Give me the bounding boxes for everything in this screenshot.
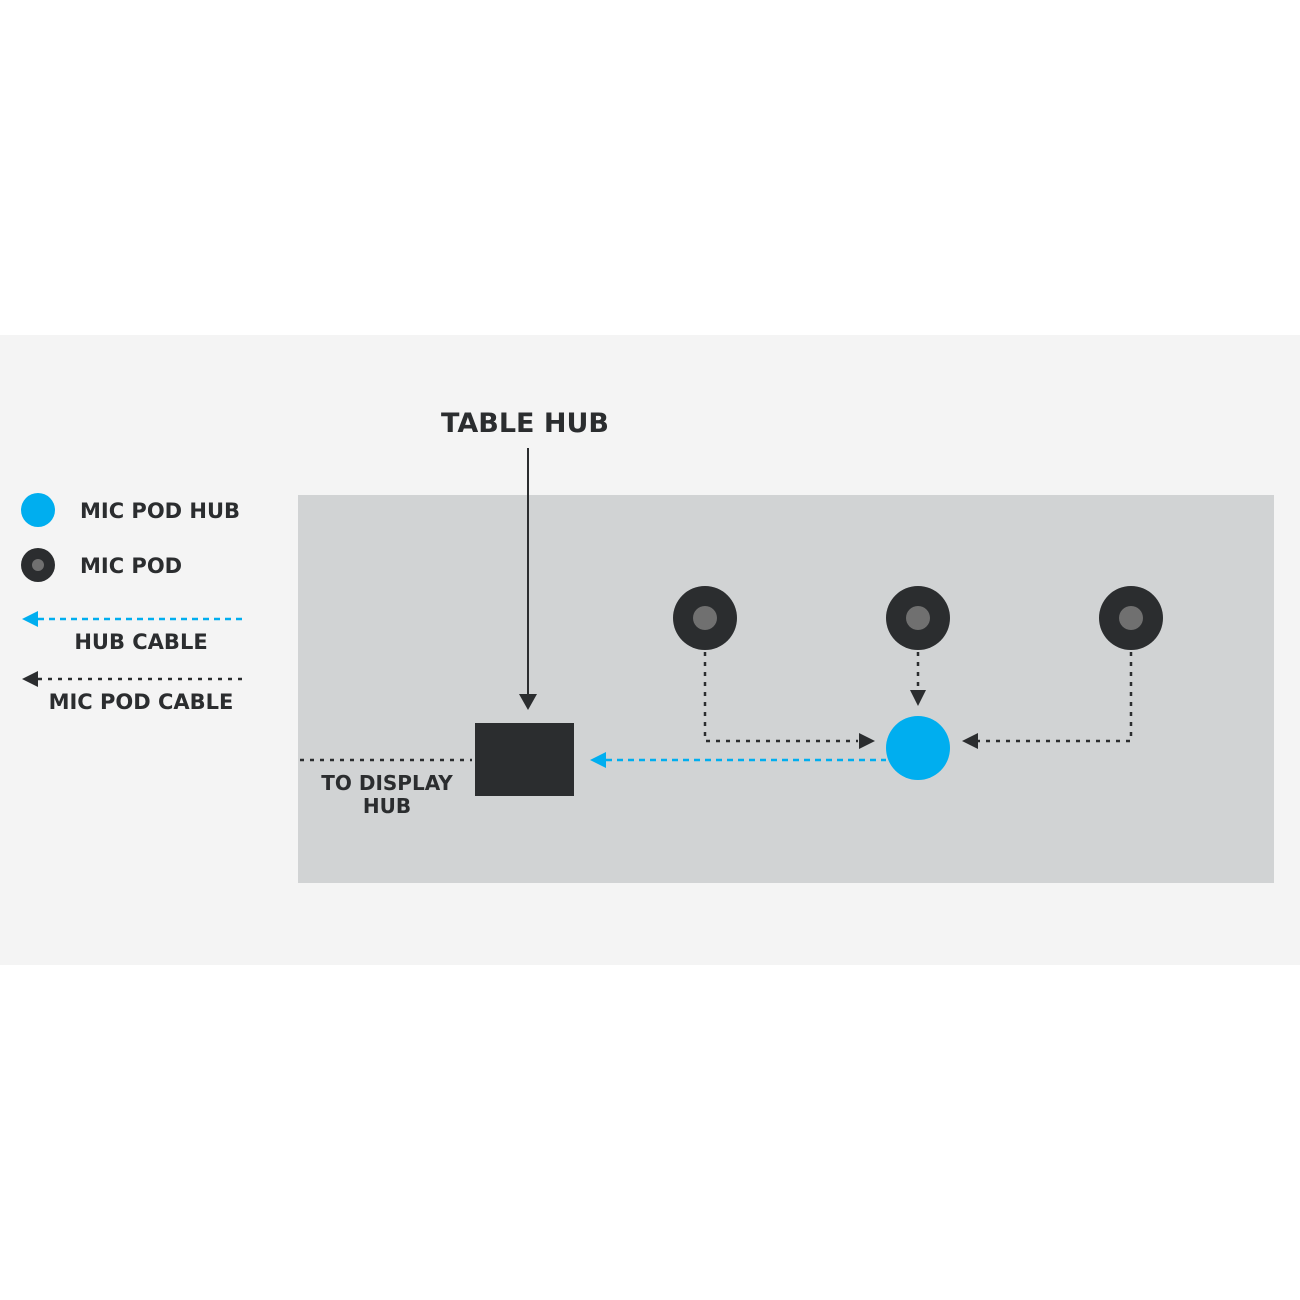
mic-pod-3 — [1099, 586, 1163, 650]
legend-hub-cable-arrow-icon — [22, 611, 38, 627]
hub-cable-arrowhead — [590, 752, 606, 768]
mic-pod-cables — [703, 652, 1133, 743]
mic-pod-2 — [886, 586, 950, 650]
table-hub-box — [475, 723, 574, 796]
legend: MIC POD HUB MIC POD HUB CABLE MIC POD CA… — [21, 493, 246, 714]
legend-mic-pod-cable-label: MIC POD CABLE — [49, 690, 234, 714]
pod-cable-arrowhead-left — [859, 733, 875, 749]
table-hub-title: TABLE HUB — [441, 408, 609, 439]
to-display-label-2: HUB — [363, 794, 411, 818]
mic-pod-hub — [886, 716, 950, 780]
legend-mic-pod-cable-arrow-icon — [22, 671, 38, 687]
mic-pod-1 — [673, 586, 737, 650]
pod-cable-arrowhead-center — [910, 690, 926, 706]
legend-hub-cable-label: HUB CABLE — [74, 630, 207, 654]
to-display-label-1: TO DISPLAY — [321, 771, 453, 795]
legend-mic-pod-label: MIC POD — [80, 554, 182, 578]
legend-mic-pod-hub-icon — [21, 493, 55, 527]
pod-cable-arrowhead-right — [962, 733, 978, 749]
title-pointer-arrowhead — [519, 694, 537, 710]
legend-mic-pod-hub-label: MIC POD HUB — [80, 499, 240, 523]
legend-mic-pod-icon — [21, 548, 55, 582]
table-surface — [298, 495, 1274, 883]
